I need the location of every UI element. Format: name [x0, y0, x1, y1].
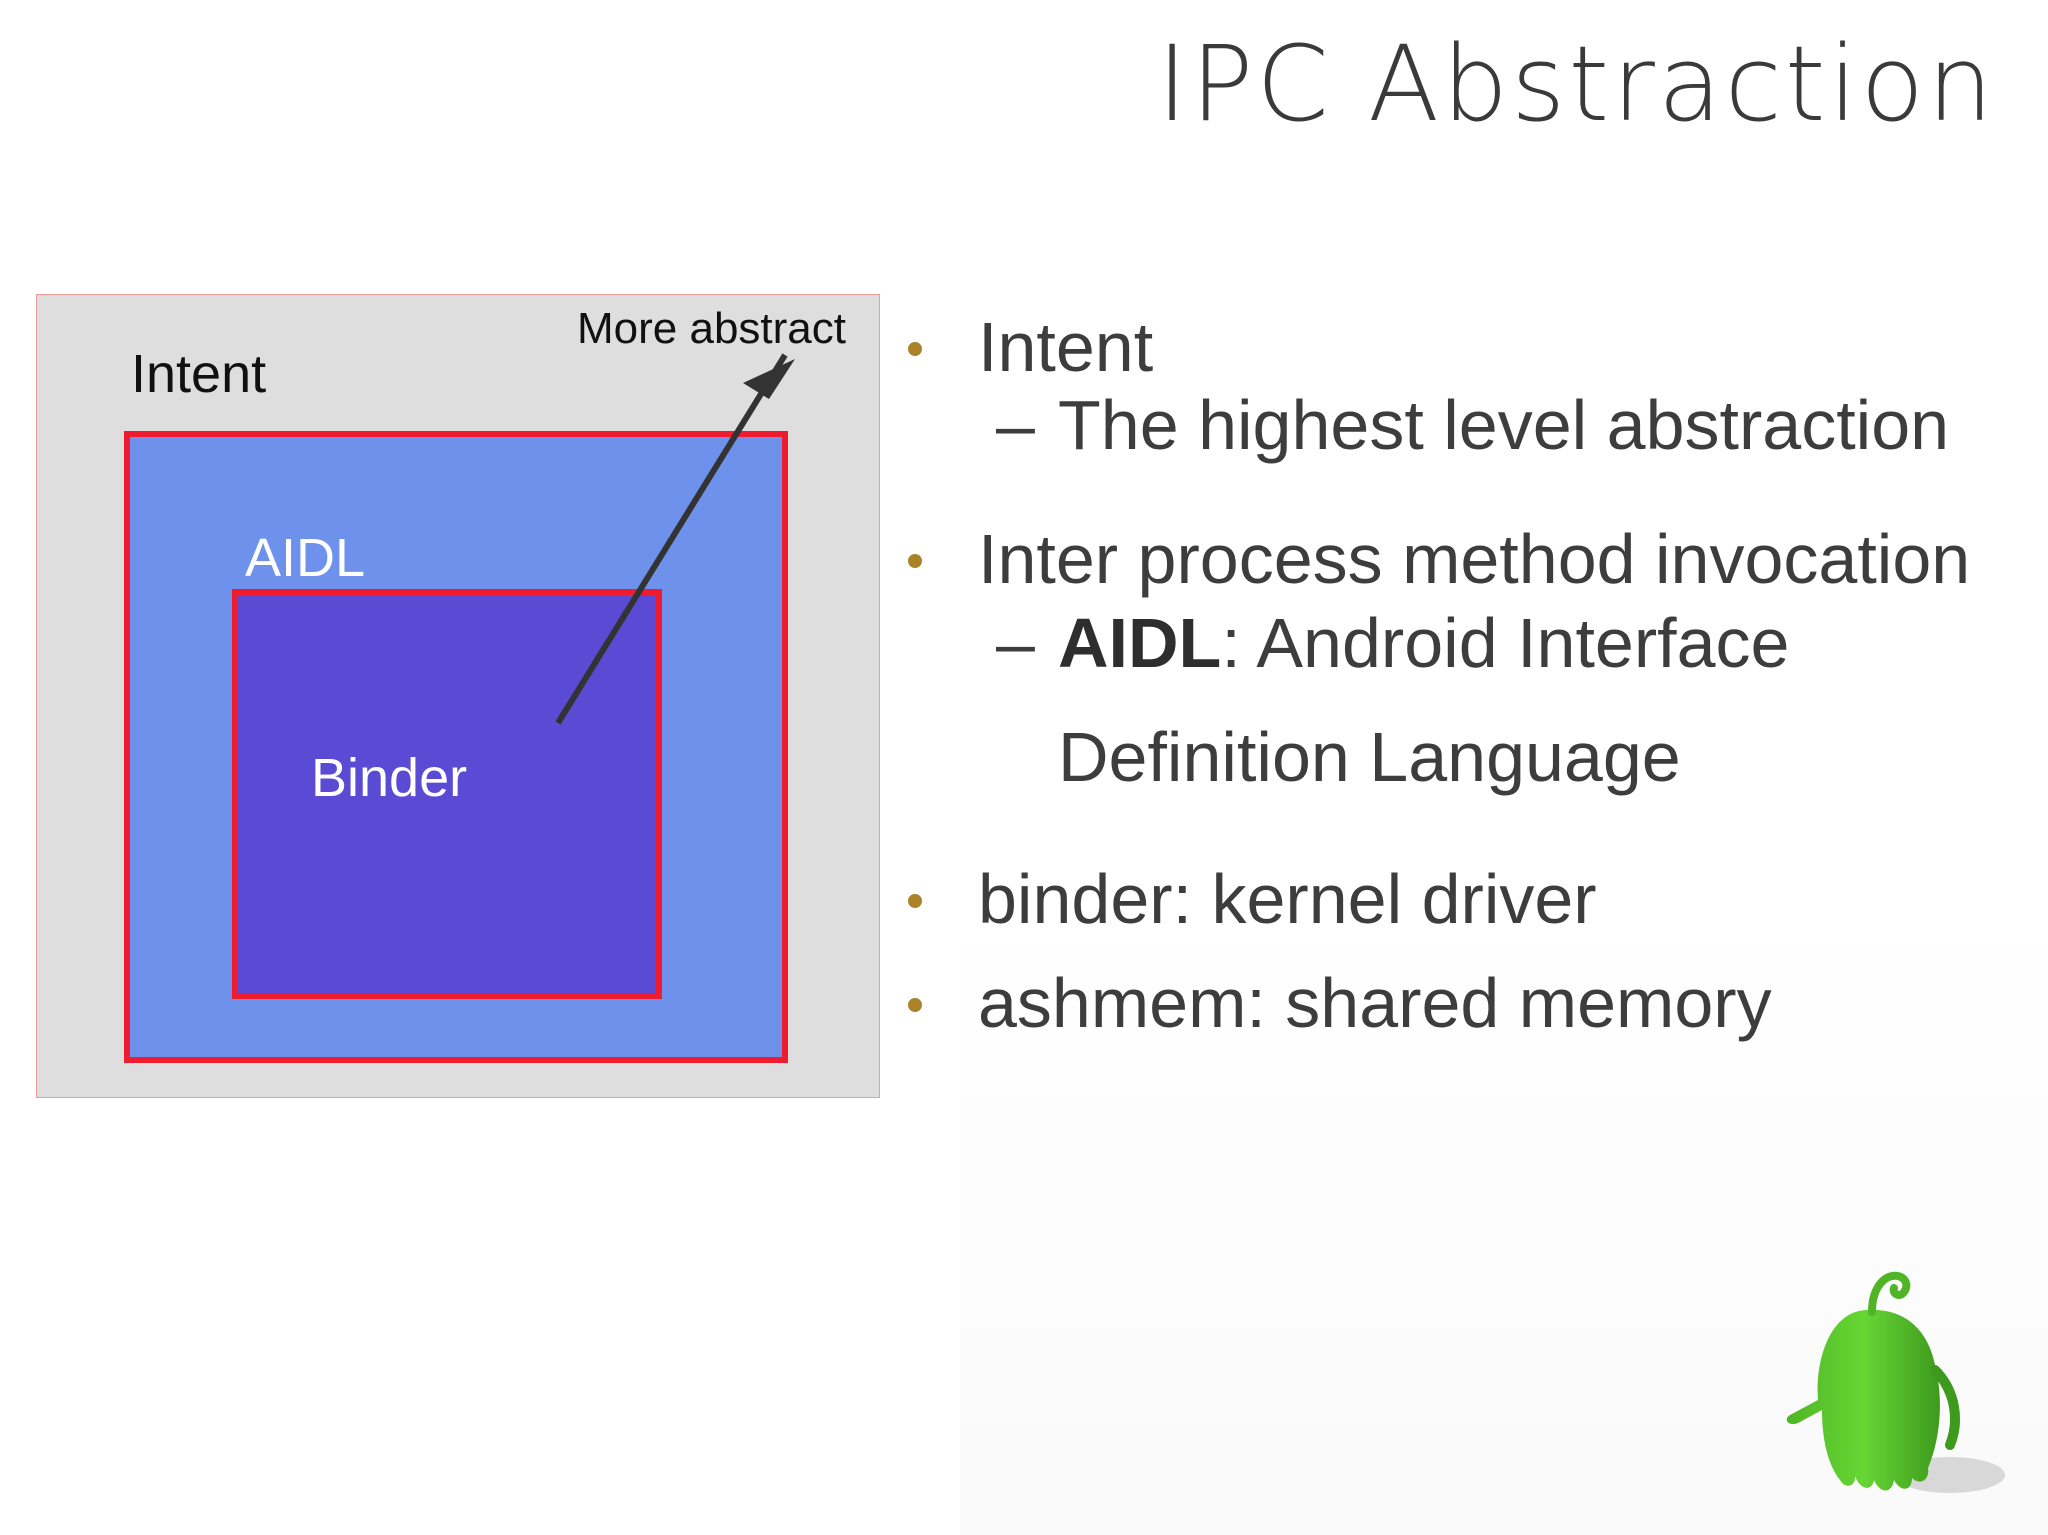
sub-bullet-continuation: Definition Language — [1058, 718, 1681, 796]
binder-layer-label: Binder — [311, 748, 468, 808]
dash-icon: – — [996, 604, 1035, 682]
slide-title: IPC Abstraction — [1156, 23, 1996, 145]
aidl-term: AIDL — [1058, 604, 1222, 682]
sub-bullet-text: : Android Interface — [1221, 604, 1790, 682]
arrow-head-icon — [743, 359, 795, 399]
intent-layer-label: Intent — [131, 344, 267, 404]
sub-bullet: –The highest level abstraction — [996, 390, 1949, 460]
green-android-mascot-icon — [1786, 1271, 2005, 1493]
dash-icon: – — [996, 386, 1035, 464]
bullet-dot-icon — [908, 342, 922, 356]
bullet-dot-icon — [908, 894, 922, 908]
bullet-dot-icon — [908, 554, 922, 568]
sub-bullet-text: The highest level abstraction — [1058, 386, 1950, 464]
bullet-text: Inter process method invocation — [978, 520, 1971, 598]
aidl-layer-label: AIDL — [245, 528, 366, 588]
bullet-dot-icon — [908, 998, 922, 1012]
more-abstract-label: More abstract — [577, 304, 846, 353]
arrow-shaft — [555, 353, 788, 725]
bullet-text: ashmem: shared memory — [978, 964, 1772, 1042]
abstraction-diagram: Intent More abstract AIDL Binder — [36, 294, 880, 1098]
binder-layer-box — [232, 589, 662, 999]
bullet-text: binder: kernel driver — [978, 860, 1597, 938]
abstraction-arrow — [555, 353, 795, 725]
bullet-text: Intent — [978, 308, 1154, 386]
sub-bullet: –AIDL: Android Interface — [996, 608, 1789, 678]
